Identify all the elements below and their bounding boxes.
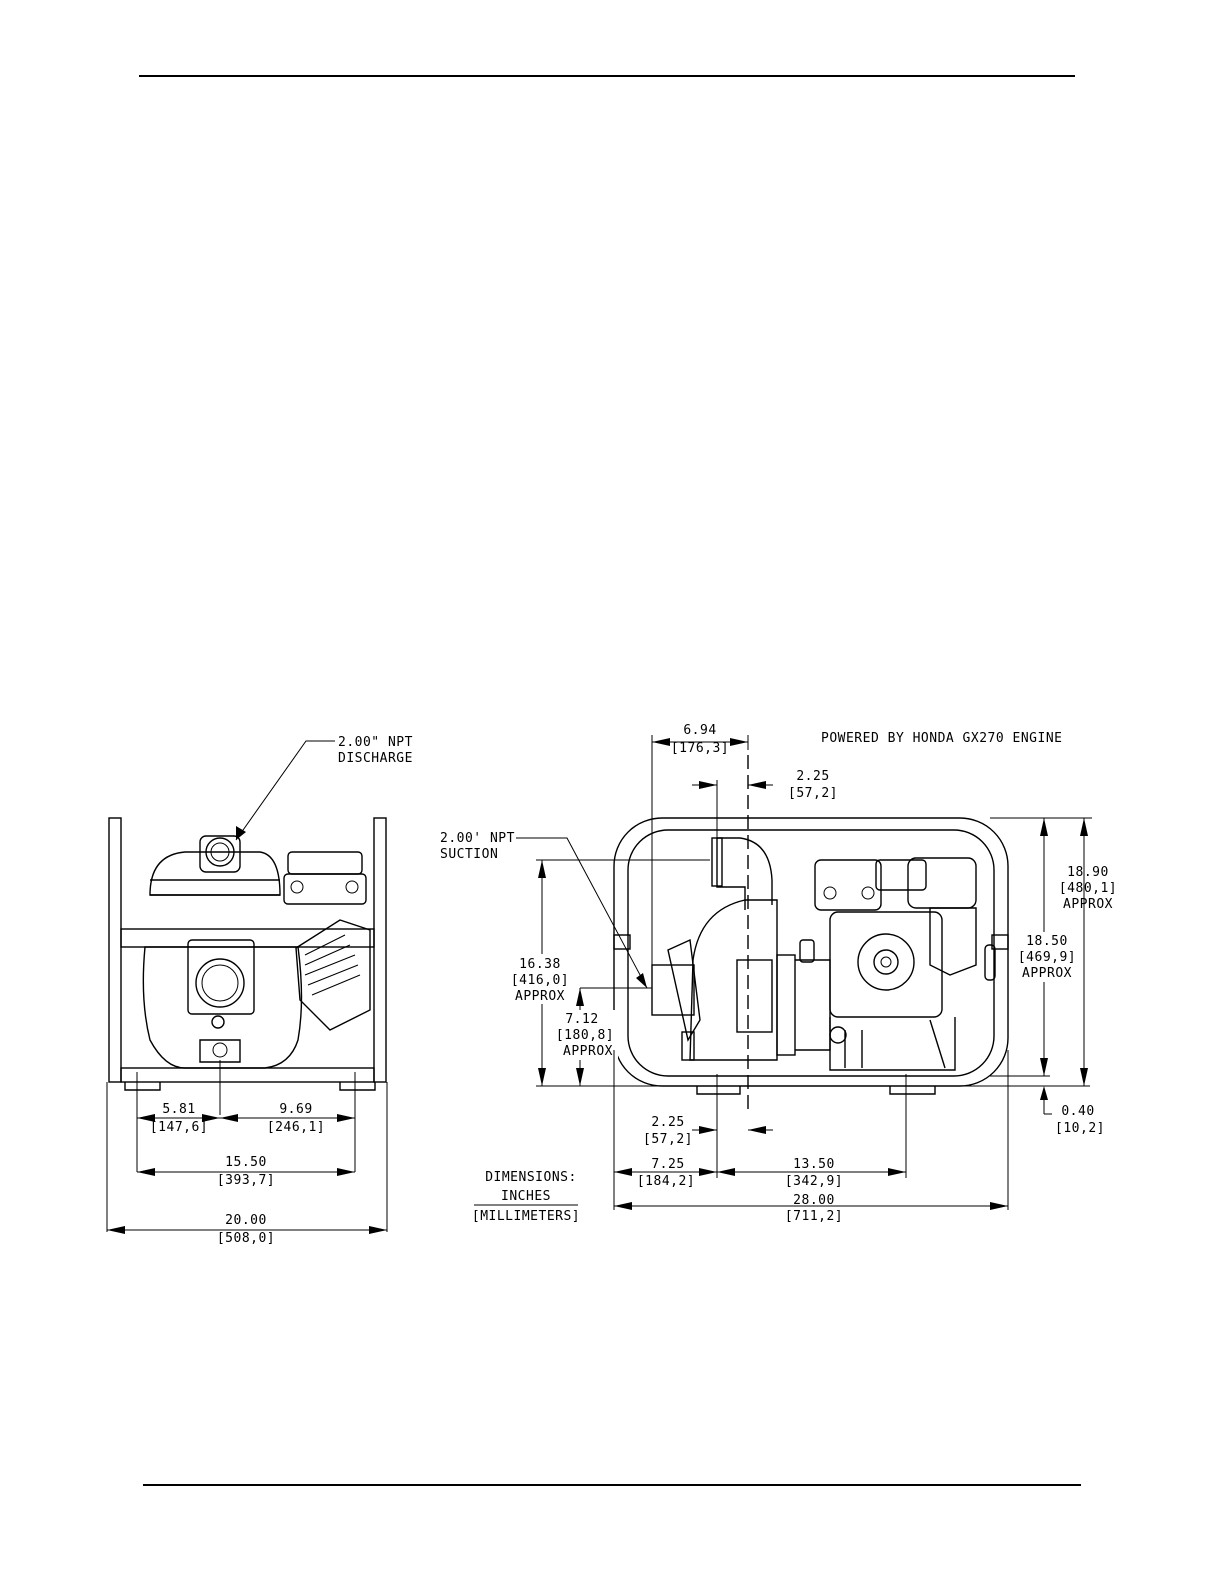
dim-left-offset-in: 7.25 xyxy=(651,1157,684,1172)
fuel-tank xyxy=(149,851,281,896)
dim-feet-span-mm: [342,9] xyxy=(785,1174,843,1189)
dim-front-width-mm: [508,0] xyxy=(217,1231,275,1246)
header-rule xyxy=(139,75,1075,77)
footer-rule xyxy=(143,1484,1081,1486)
dim-front-right-mm: [246,1] xyxy=(267,1120,325,1135)
dim-left-offset-mm: [184,2] xyxy=(637,1174,695,1189)
dim-inlet-height-note: APPROX xyxy=(563,1044,613,1059)
units-legend: DIMENSIONS: INCHES [MILLIMETERS] xyxy=(472,1170,580,1224)
discharge-fitting xyxy=(199,835,241,873)
dim-frame-height-note: APPROX xyxy=(1022,966,1072,981)
dim-top-small-in: 2.25 xyxy=(796,769,829,784)
dim-top-small-mm: [57,2] xyxy=(788,786,838,801)
engine-head xyxy=(295,919,371,1031)
dim-foot-height-mm: [10,2] xyxy=(1055,1121,1105,1136)
air-filter xyxy=(907,857,977,909)
dim-length-mm: [711,2] xyxy=(785,1209,843,1224)
frame-inner xyxy=(627,829,995,1077)
dim-inlet-height-in: 7.12 xyxy=(565,1012,598,1027)
dim-overall-height-mm: [480,1] xyxy=(1059,881,1117,896)
suction-label-2: SUCTION xyxy=(440,847,498,862)
frame-post-right xyxy=(373,817,387,1083)
dim-front-right-in: 9.69 xyxy=(279,1102,312,1117)
dim-frame-height-mm: [469,9] xyxy=(1018,950,1076,965)
dim-foot-height-in: 0.40 xyxy=(1061,1104,1094,1119)
engine-block xyxy=(829,911,943,1018)
dim-top-offset-mm: [176,3] xyxy=(671,741,729,756)
side-view xyxy=(536,755,1009,1112)
dim-front-left-in: 5.81 xyxy=(162,1102,195,1117)
suction-callout: 2.00' NPT SUCTION xyxy=(440,831,648,989)
units-label-2: INCHES xyxy=(501,1189,551,1204)
dim-suction-height-note: APPROX xyxy=(515,989,565,1004)
diagram-title: POWERED BY HONDA GX270 ENGINE xyxy=(821,731,1062,746)
dim-bottom-small-in: 2.25 xyxy=(651,1115,684,1130)
front-dimensions: 5.81 [147,6] 9.69 [246,1] 15.50 [393,7] … xyxy=(106,1072,388,1246)
discharge-callout: 2.00" NPT DISCHARGE xyxy=(235,735,413,841)
engine-tank xyxy=(814,859,882,911)
pump-body xyxy=(689,899,778,1061)
suction-label-1: 2.00' NPT xyxy=(440,831,515,846)
dim-top-offset-in: 6.94 xyxy=(683,723,716,738)
frame-post-left xyxy=(108,817,122,1083)
discharge-label-2: DISCHARGE xyxy=(338,751,413,766)
dim-front-feet-mm: [393,7] xyxy=(217,1173,275,1188)
dim-feet-span-in: 13.50 xyxy=(793,1157,835,1172)
units-label-1: DIMENSIONS: xyxy=(485,1170,577,1185)
dim-front-left-mm: [147,6] xyxy=(150,1120,208,1135)
suction-inlet xyxy=(651,964,695,1016)
units-label-3: [MILLIMETERS] xyxy=(472,1209,580,1224)
frame-base xyxy=(120,1067,375,1083)
frame-crossbar xyxy=(120,928,375,948)
air-cleaner xyxy=(287,851,363,875)
dim-inlet-height-mm: [180,8] xyxy=(556,1028,614,1043)
dim-front-feet-in: 15.50 xyxy=(225,1155,267,1170)
dim-suction-height-mm: [416,0] xyxy=(511,973,569,988)
pump-casing xyxy=(142,946,303,1069)
pump-plate xyxy=(736,959,773,1033)
dim-overall-height-note: APPROX xyxy=(1063,897,1113,912)
dim-front-width-in: 20.00 xyxy=(225,1213,267,1228)
discharge-label-1: 2.00" NPT xyxy=(338,735,413,750)
side-dimensions: 6.94 [176,3] 2.25 [57,2] 16.38 [416,0] A… xyxy=(500,723,1117,1224)
dim-length-in: 28.00 xyxy=(793,1193,835,1208)
dim-frame-height-in: 18.50 xyxy=(1026,934,1068,949)
suction-flange xyxy=(187,939,255,1015)
dim-suction-height-in: 16.38 xyxy=(519,957,561,972)
dim-bottom-small-mm: [57,2] xyxy=(643,1132,693,1147)
dim-overall-height-in: 18.90 xyxy=(1067,865,1109,880)
front-view xyxy=(108,817,387,1115)
